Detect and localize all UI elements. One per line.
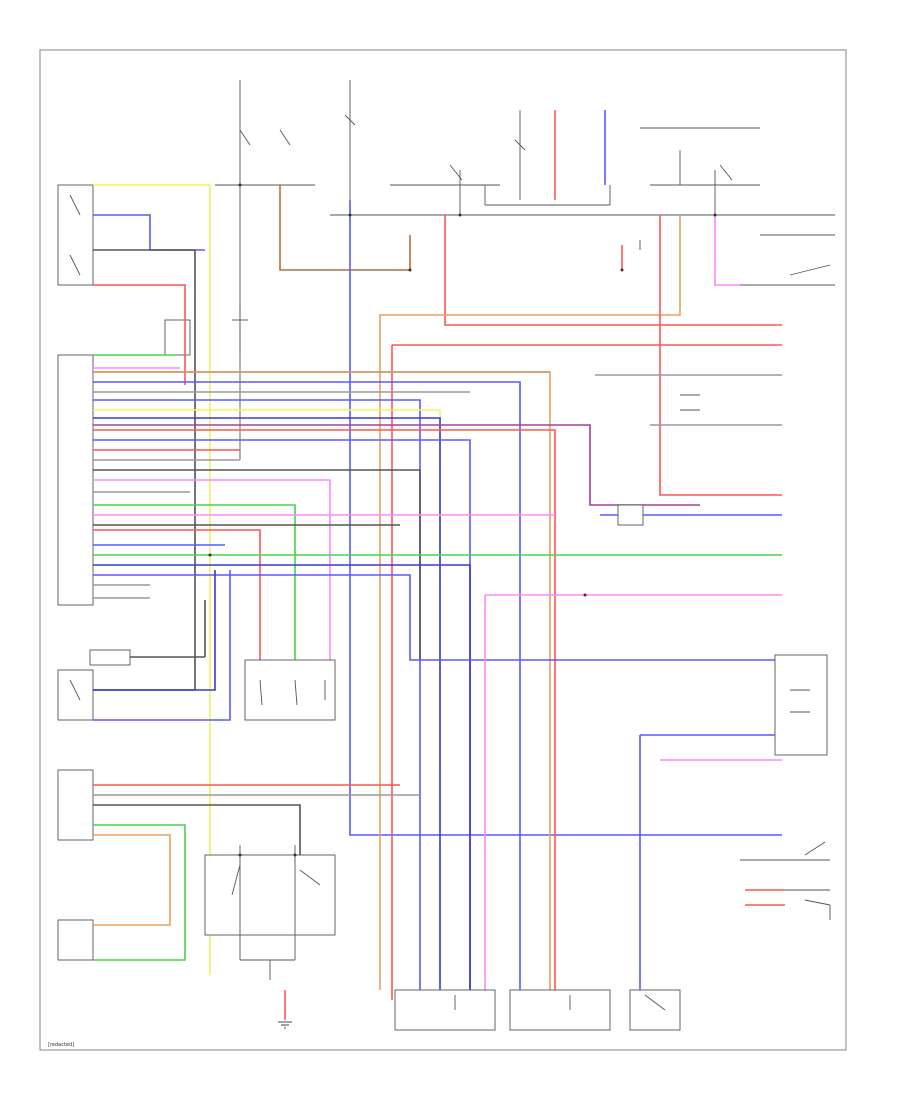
wire-red-a [93,284,186,385]
wire-yellow-a [93,184,211,975]
wire-orange-right [379,215,681,990]
relay-center [57,649,336,721]
wire-red-mid [391,344,782,1000]
left-module [57,184,191,606]
wire-pink-right [714,215,740,286]
wire-blue-long [349,200,782,836]
bottom-connectors [394,989,681,1031]
center-switch [204,845,336,980]
wire-darkblue-b [93,570,216,691]
watermark-text: [redacted] [48,1042,74,1048]
wire-blue-a [93,214,205,251]
lower-left-module [57,769,94,961]
wire-red-right [659,215,782,496]
right-components [617,234,835,920]
wire-brown-top [279,185,411,271]
power-supply-section [215,80,835,460]
wire-red-down [444,215,782,326]
junction-dots [208,183,717,857]
wire-blue-b [93,570,231,721]
ground-symbol [278,1021,292,1029]
diagram-frame [39,49,847,1051]
